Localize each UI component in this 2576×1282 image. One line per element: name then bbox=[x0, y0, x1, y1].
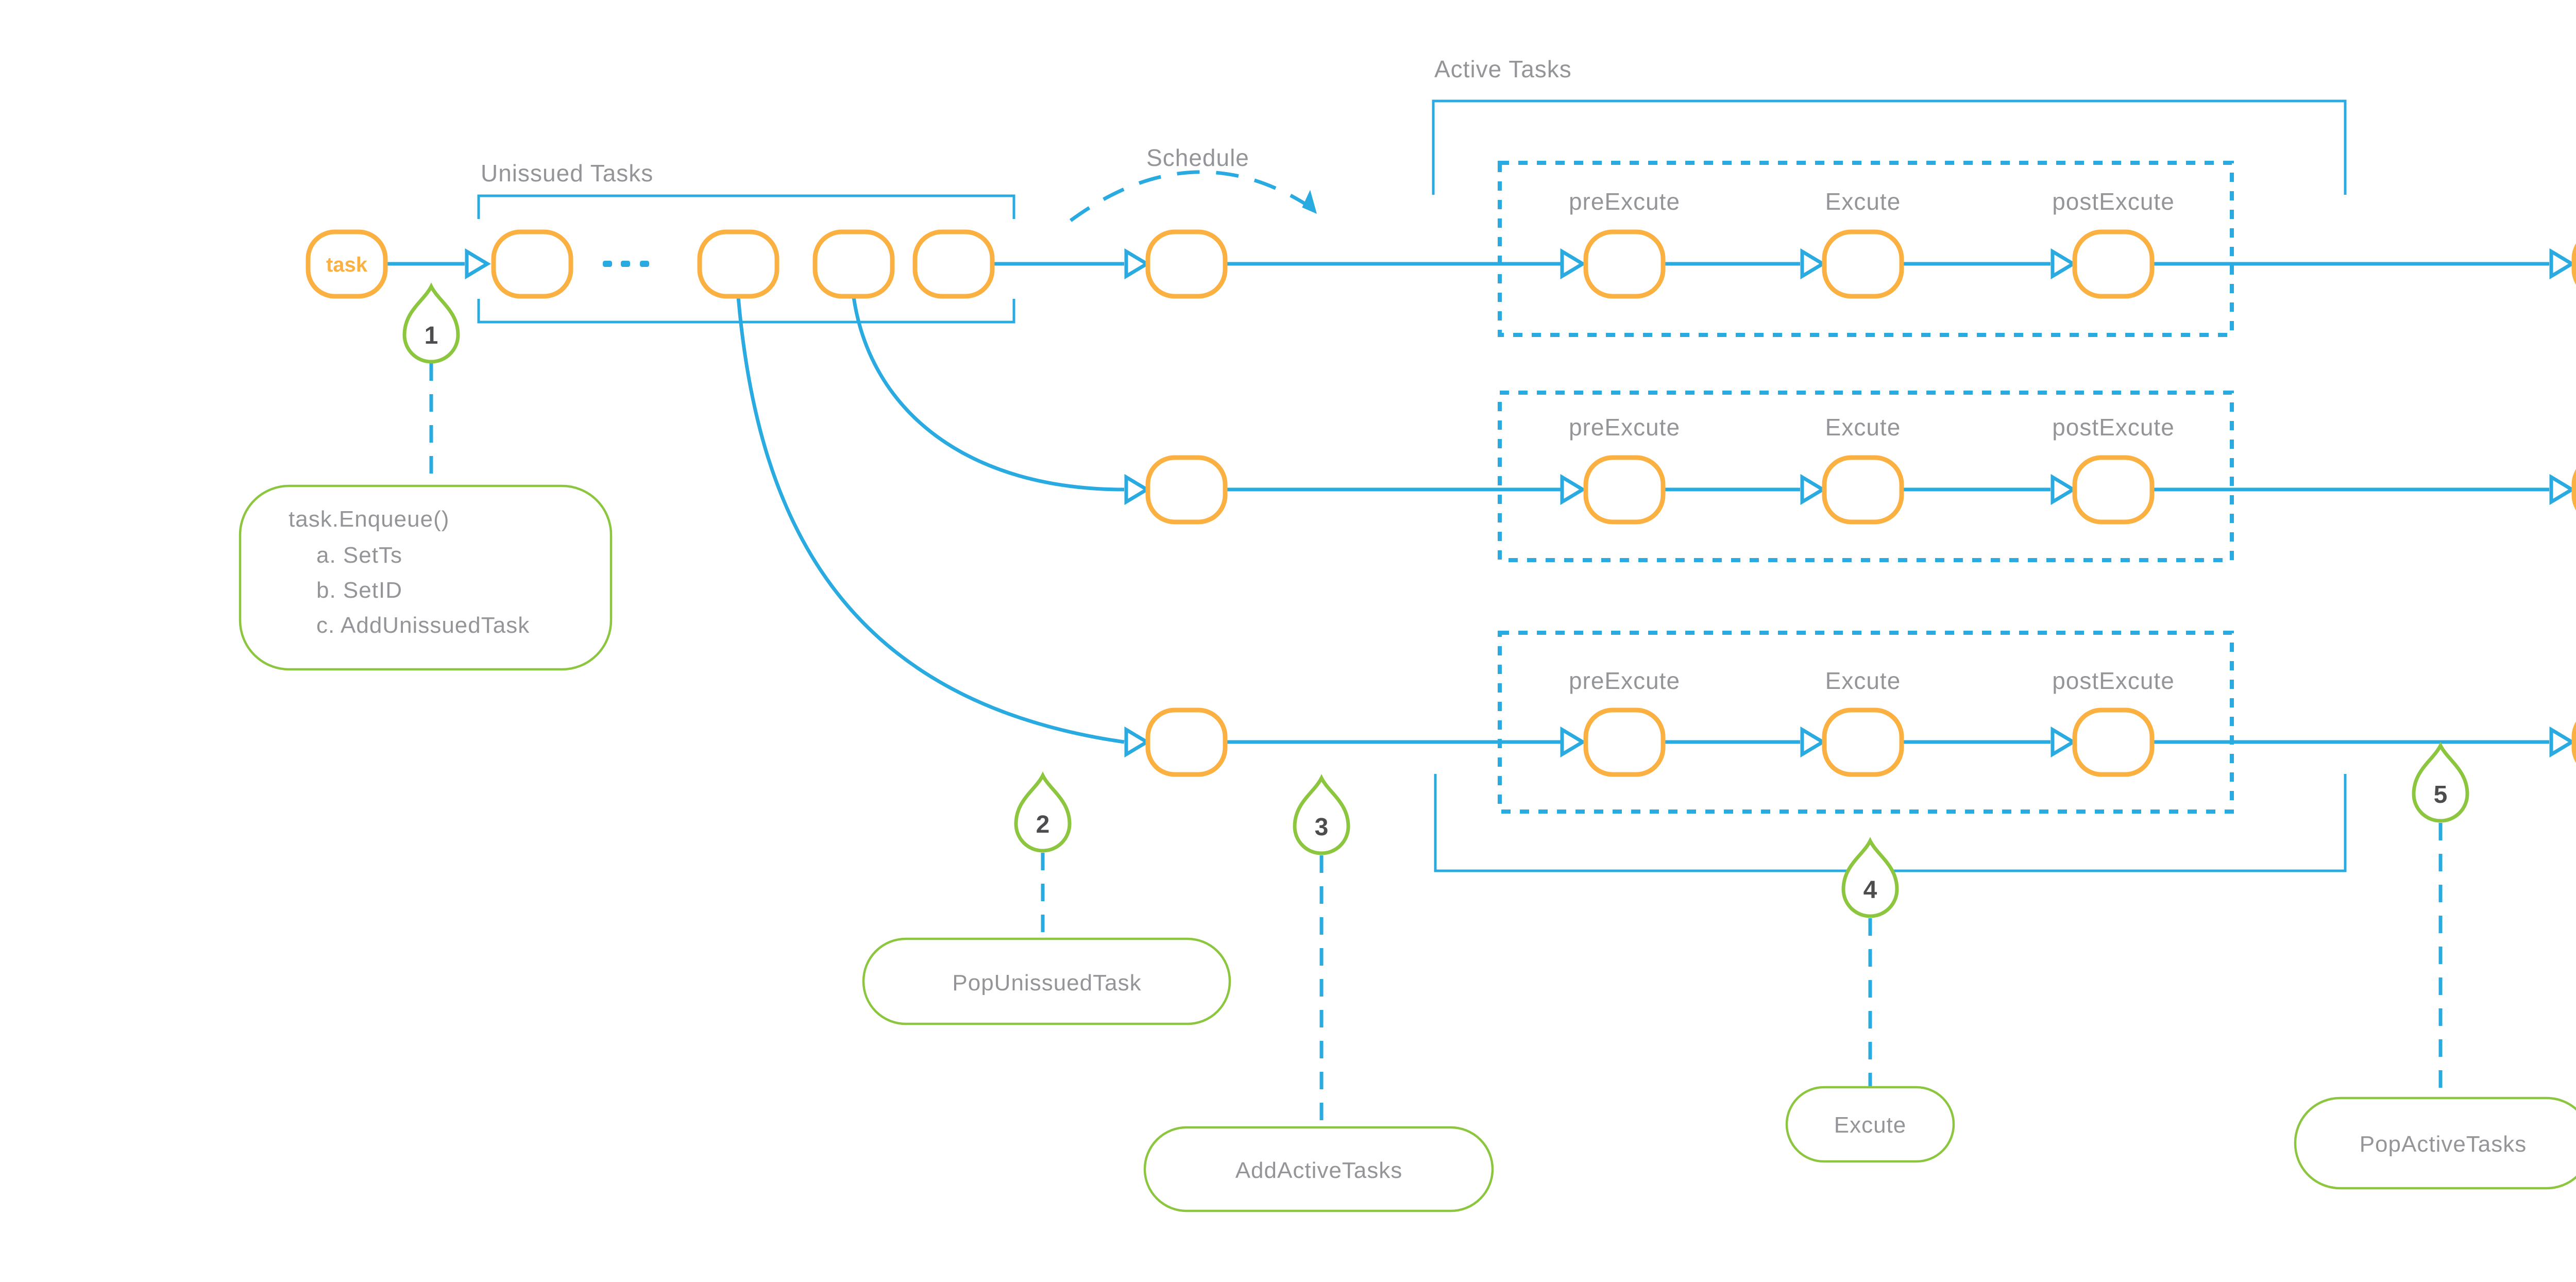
note-pop-active: PopActiveTasks bbox=[2294, 1097, 2576, 1190]
schedule-arc bbox=[1069, 170, 1317, 222]
excute-node-row2 bbox=[1822, 455, 1904, 525]
preexcute-node-row2 bbox=[1583, 455, 1666, 525]
scheduled-node-row1 bbox=[1145, 229, 1228, 299]
marker-1: 1 bbox=[404, 286, 458, 362]
unissued-node-2 bbox=[697, 229, 779, 299]
stage-labels-row1: preExcute Excute postExcute bbox=[1569, 188, 2175, 215]
done-node-row3 bbox=[2571, 721, 2576, 763]
enqueue-line3: b. SetID bbox=[316, 578, 402, 603]
postexcute-node-row2 bbox=[2072, 455, 2155, 525]
note-add-active: AddActiveTasks bbox=[1143, 1126, 1494, 1212]
marker-4-number: 4 bbox=[1863, 876, 1877, 904]
marker-3: 3 bbox=[1295, 778, 1348, 853]
worker-box-row1 bbox=[1498, 161, 2234, 337]
excute-label-row2: Excute bbox=[1825, 414, 1901, 441]
note-enqueue: task.Enqueue() a. SetTs b. SetID c. AddU… bbox=[239, 484, 613, 671]
task-node-label: task bbox=[326, 254, 368, 276]
pop-active-text: PopActiveTasks bbox=[2360, 1132, 2527, 1157]
unissued-tasks-label: Unissued Tasks bbox=[481, 160, 653, 187]
unissued-node-3 bbox=[812, 229, 895, 299]
active-tasks-bottom-bracket bbox=[1434, 774, 2347, 872]
note-excute: Excute bbox=[1785, 1086, 1955, 1163]
dispatch-curve-row3 bbox=[736, 297, 1125, 744]
active-tasks-top-bracket bbox=[1432, 99, 2347, 195]
row1-flow bbox=[386, 251, 2572, 276]
schedule-arrowhead-icon bbox=[1302, 190, 1317, 214]
enqueue-line2: a. SetTs bbox=[316, 543, 402, 568]
excute-label-row3: Excute bbox=[1825, 667, 1901, 694]
row3-flow bbox=[736, 297, 2572, 754]
worker-box-row3 bbox=[1498, 631, 2234, 814]
row2-flow bbox=[852, 297, 2572, 502]
marker-2: 2 bbox=[1016, 775, 1070, 851]
task-node bbox=[306, 229, 388, 299]
dispatch-curve-row2 bbox=[852, 297, 1125, 492]
marker-3-number: 3 bbox=[1315, 814, 1329, 841]
unissued-node-1 bbox=[491, 229, 573, 299]
preexcute-node-row3 bbox=[1583, 707, 1666, 777]
unissued-node-4 bbox=[912, 229, 995, 299]
schedule-label: Schedule bbox=[1146, 144, 1249, 171]
postexcute-node-row3 bbox=[2072, 707, 2155, 777]
marker-5: 5 bbox=[2414, 746, 2467, 821]
marker-5-number: 5 bbox=[2434, 781, 2448, 808]
preexcute-label-row2: preExcute bbox=[1569, 414, 1680, 441]
postexcute-label-row1: postExcute bbox=[2052, 188, 2175, 215]
preexcute-label-row3: preExcute bbox=[1569, 667, 1680, 694]
marker-4: 4 bbox=[1843, 841, 1897, 916]
scheduled-node-row3 bbox=[1145, 707, 1228, 777]
postexcute-node-row1 bbox=[2072, 229, 2155, 299]
stage-labels-row3: preExcute Excute postExcute bbox=[1569, 667, 2175, 694]
add-active-text: AddActiveTasks bbox=[1235, 1158, 1403, 1183]
stage-labels-row2: preExcute Excute postExcute bbox=[1569, 414, 2175, 441]
postexcute-label-row2: postExcute bbox=[2052, 414, 2175, 441]
marker-leaders bbox=[429, 363, 2443, 1126]
done-node-row1 bbox=[2571, 243, 2576, 285]
excute-node-row1 bbox=[1822, 229, 1904, 299]
unissued-tasks-bracket bbox=[477, 194, 1015, 324]
excute-text: Excute bbox=[1834, 1112, 1907, 1138]
enqueue-line4: c. AddUnissuedTask bbox=[316, 613, 530, 638]
enqueue-line1: task.Enqueue() bbox=[289, 507, 449, 532]
worker-box-row2 bbox=[1498, 391, 2234, 562]
step-markers: 1 2 3 4 5 bbox=[404, 286, 2467, 916]
active-tasks-label: Active Tasks bbox=[1434, 56, 1572, 82]
marker-1-number: 1 bbox=[425, 322, 438, 349]
preexcute-label-row1: preExcute bbox=[1569, 188, 1680, 215]
pop-unissued-text: PopUnissuedTask bbox=[952, 970, 1141, 996]
done-node-row2 bbox=[2571, 469, 2576, 511]
preexcute-node-row1 bbox=[1583, 229, 1666, 299]
excute-node-row3 bbox=[1822, 707, 1904, 777]
marker-2-number: 2 bbox=[1036, 811, 1050, 838]
scheduled-node-row2 bbox=[1145, 455, 1228, 525]
nodes bbox=[306, 229, 2576, 777]
ellipsis-icon bbox=[603, 261, 649, 267]
note-pop-unissued: PopUnissuedTask bbox=[862, 937, 1231, 1025]
postexcute-label-row3: postExcute bbox=[2052, 667, 2175, 694]
excute-label-row1: Excute bbox=[1825, 188, 1901, 215]
